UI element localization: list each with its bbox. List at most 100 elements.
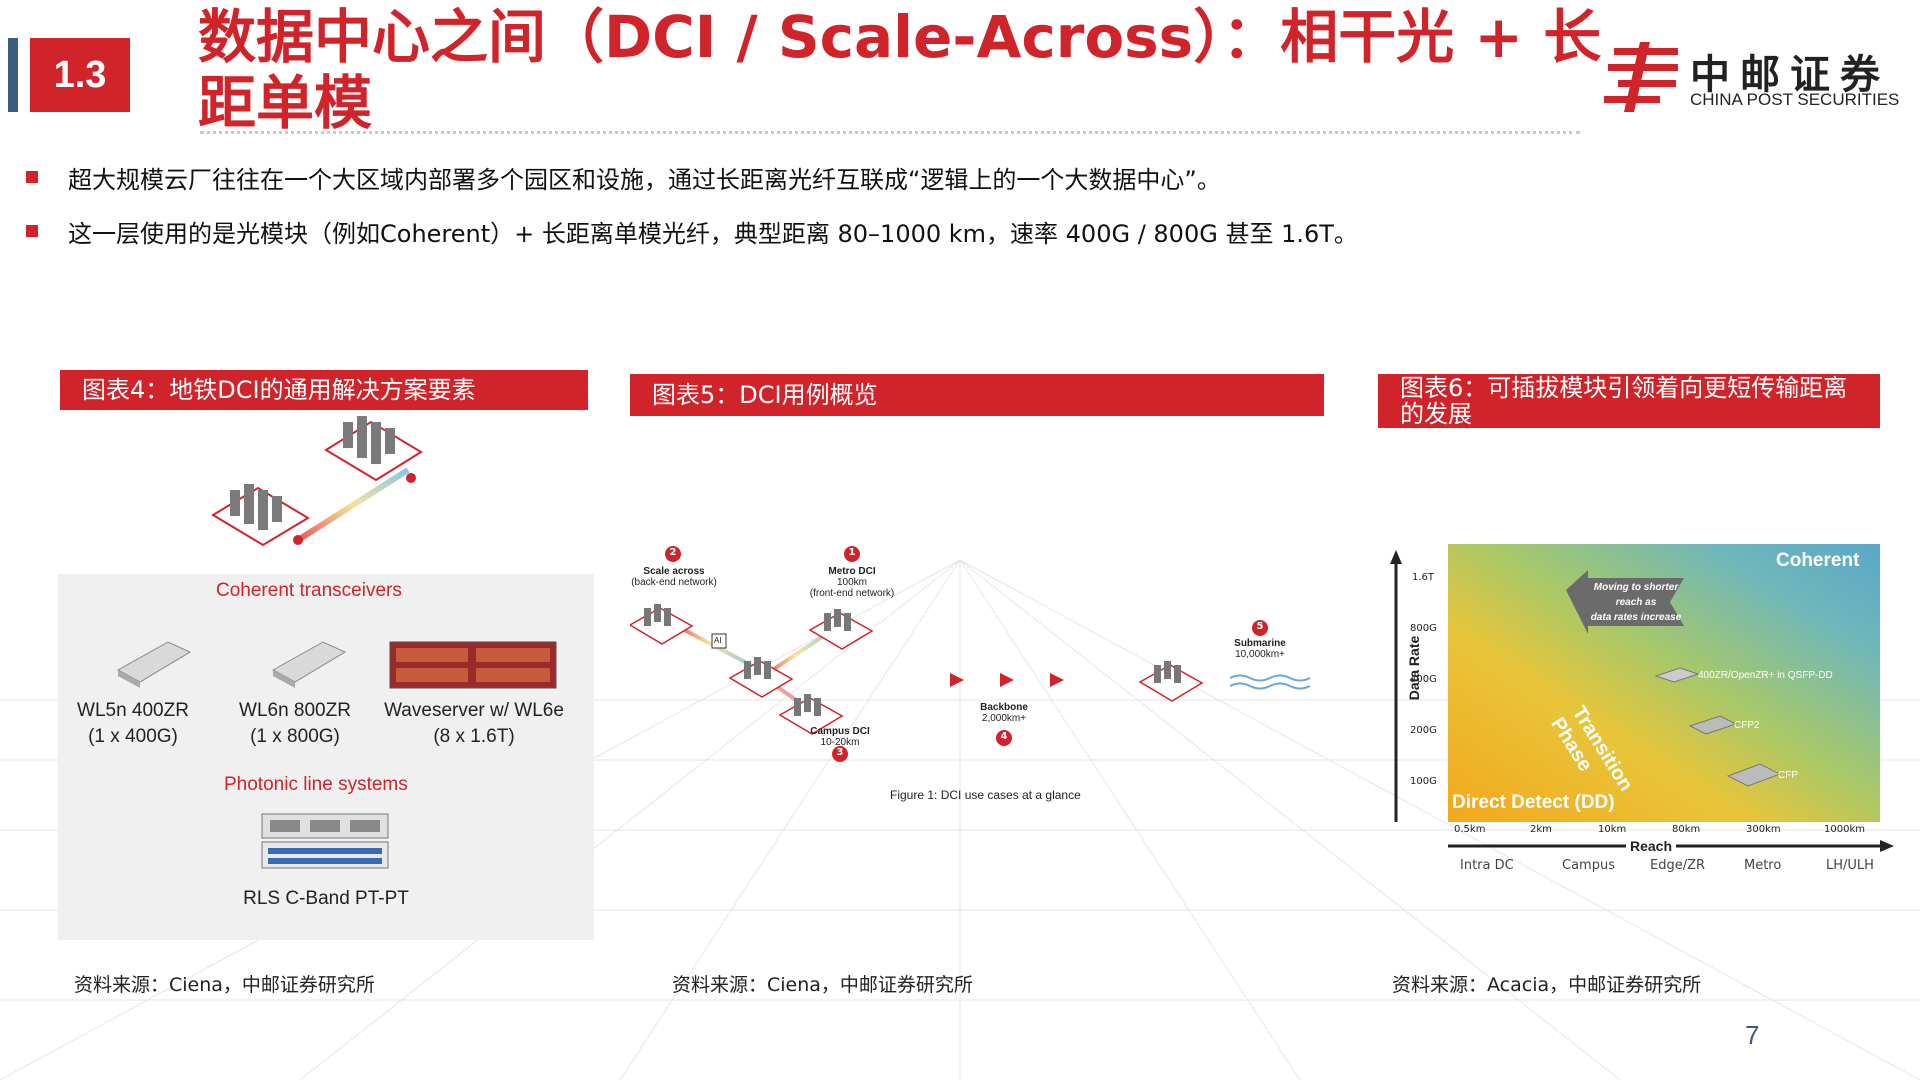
product-spec: (1 x 800G) xyxy=(250,726,340,747)
product-spec: (1 x 400G) xyxy=(88,726,178,747)
product-name: Waveserver w/ WL6e xyxy=(384,700,564,721)
datacenter-icon xyxy=(630,604,694,645)
rls-chassis-icon xyxy=(261,813,389,869)
waveserver-chassis-icon xyxy=(389,641,557,689)
figure4-title: 图表4：地铁DCI的通用解决方案要素 xyxy=(82,376,476,404)
product-spec: (8 x 1.6T) xyxy=(433,726,515,747)
product-name: WL5n 400ZR xyxy=(77,700,189,721)
page-number: 7 xyxy=(1745,1020,1760,1050)
china-post-logo-icon xyxy=(1604,42,1678,112)
product-label: Waveserver w/ WL6e (8 x 1.6T) xyxy=(374,698,574,750)
module-label: CFP2 xyxy=(1734,720,1760,731)
x-tick: 1000km xyxy=(1824,824,1865,835)
x-segment: Intra DC xyxy=(1460,858,1514,873)
node-number: 1 xyxy=(848,547,856,558)
figure5-source: 资料来源：Ciena，中邮证券研究所 xyxy=(672,974,973,996)
x-tick: 80km xyxy=(1672,824,1701,835)
figure6-chart: Data Rate 1.6T 800G 400G 200G 100G Coher… xyxy=(1380,540,1900,880)
y-tick: 400G xyxy=(1410,674,1437,685)
transceiver-module-icon xyxy=(271,641,347,688)
cfp-module-icon xyxy=(1726,763,1782,787)
product-label: WL6n 800ZR (1 x 800G) xyxy=(220,698,370,750)
node-name: Metro DCI xyxy=(828,566,876,577)
bullet-square-icon xyxy=(26,225,38,237)
backbone-label: Backbone 2,000km+ xyxy=(954,702,1054,724)
datacenter-icon xyxy=(778,694,844,735)
node-number: 5 xyxy=(1256,621,1264,632)
node-number: 2 xyxy=(669,547,677,558)
y-axis-label: Data Rate xyxy=(1406,635,1422,701)
logo-chinese-name: 中邮证券 xyxy=(1690,52,1890,98)
figure5-caption: Figure 1: DCI use cases at a glance xyxy=(890,788,1081,802)
node-note: (back-end network) xyxy=(631,577,717,588)
figure4-header: 图表4：地铁DCI的通用解决方案要素 xyxy=(60,370,588,410)
arrow-caption-line: Moving to shorter xyxy=(1593,582,1679,593)
company-logo: 中邮证券 CHINA POST SECURITIES xyxy=(1604,38,1904,112)
transceiver-module-icon xyxy=(116,641,192,688)
x-segment: Edge/ZR xyxy=(1650,858,1706,873)
title-divider xyxy=(200,131,1580,134)
figure5-header: 图表5：DCI用例概览 xyxy=(630,374,1324,416)
photonic-line-systems-label: Photonic line systems xyxy=(224,774,408,795)
product-name: WL6n 800ZR xyxy=(239,700,351,721)
figure5-title: 图表5：DCI用例概览 xyxy=(652,381,878,409)
node-name: Backbone xyxy=(980,702,1028,713)
bullet-item: 超大规模云厂往往在一个大区域内部署多个园区和设施，通过长距离光纤互联成“逻辑上的… xyxy=(26,150,1526,204)
datacenter-icon xyxy=(1138,661,1204,702)
arrow-caption-line: data rates increase xyxy=(1590,612,1682,623)
figure4-source: 资料来源：Ciena，中邮证券研究所 xyxy=(74,974,375,996)
node-name: Submarine xyxy=(1234,638,1286,649)
submarine-label: Submarine 10,000km+ xyxy=(1210,638,1310,660)
arrow-caption: Moving to shorter reach as data rates in… xyxy=(1586,580,1686,625)
x-tick: 2km xyxy=(1530,824,1552,835)
x-tick: 10km xyxy=(1598,824,1627,835)
scale-across-label: Scale across (back-end network) xyxy=(622,566,726,588)
x-segment: Campus xyxy=(1562,858,1615,873)
x-tick: 0.5km xyxy=(1454,824,1486,835)
node-number: 3 xyxy=(836,747,844,758)
y-tick: 200G xyxy=(1410,725,1437,736)
campus-dci-label: Campus DCI 10-20km xyxy=(780,726,900,748)
datacenter-icon xyxy=(728,657,794,698)
figure6-header: 图表6：可插拔模块引领着向更短传输距离 的发展 xyxy=(1378,374,1880,428)
bullet-text: 超大规模云厂往往在一个大区域内部署多个园区和设施，通过长距离光纤互联成“逻辑上的… xyxy=(68,165,1221,194)
datacenter-link-illustration xyxy=(211,416,423,547)
product-label: WL5n 400ZR (1 x 400G) xyxy=(58,698,208,750)
bullet-text: 这一层使用的是光模块（例如Coherent）+ 长距离单模光纤，典型距离 80–… xyxy=(68,219,1358,248)
node-name: Scale across xyxy=(643,566,705,577)
figure6-title-line2: 的发展 xyxy=(1400,400,1472,428)
figure4-product-panel xyxy=(58,574,594,940)
node-distance: 2,000km+ xyxy=(981,713,1027,724)
bullet-item: 这一层使用的是光模块（例如Coherent）+ 长距离单模光纤，典型距离 80–… xyxy=(26,204,1526,258)
module-label: 400ZR/OpenZR+ in QSFP-DD xyxy=(1698,670,1833,681)
y-tick: 800G xyxy=(1410,623,1437,634)
x-axis-label: Reach xyxy=(1626,838,1677,854)
node-distance: 10-20km xyxy=(820,737,860,748)
coherent-region-label: Coherent xyxy=(1776,550,1860,571)
figure6-source: 资料来源：Acacia，中邮证券研究所 xyxy=(1392,974,1702,996)
datacenter-icon xyxy=(211,484,310,547)
section-number: 1.3 xyxy=(30,38,130,112)
ai-chip-icon xyxy=(711,633,727,649)
dci-network-illustration xyxy=(630,546,1311,762)
figure5-diagram: AI 1 2 3 4 5 Metro DCI 100km (front-end … xyxy=(630,530,1330,810)
qsfp-dd-module-icon xyxy=(1654,667,1700,683)
x-tick: 300km xyxy=(1746,824,1781,835)
section-accent-bar xyxy=(8,38,18,112)
metro-dci-label: Metro DCI 100km (front-end network) xyxy=(792,566,912,599)
figure4-diagram: Coherent transceivers WL5n 400ZR (1 x 40… xyxy=(58,360,594,940)
coherent-transceivers-label: Coherent transceivers xyxy=(216,580,402,601)
cfp2-module-icon xyxy=(1688,715,1738,735)
node-note: (front-end network) xyxy=(809,588,895,599)
y-tick: 100G xyxy=(1410,776,1437,787)
node-distance: 100km xyxy=(836,577,867,588)
figure6-title-line1: 图表6：可插拔模块引领着向更短传输距离 xyxy=(1400,374,1848,402)
bullet-square-icon xyxy=(26,171,38,183)
page-title: 数据中心之间（DCI / Scale-Across）：相干光 + 长距单模 xyxy=(198,3,1602,137)
x-segment: LH/ULH xyxy=(1826,858,1874,873)
module-label: CFP xyxy=(1778,770,1798,781)
datacenter-icon xyxy=(324,416,423,482)
section-number-box: 1.3 xyxy=(8,38,130,112)
node-name: Campus DCI xyxy=(810,726,870,737)
ai-chip-label: AI xyxy=(714,636,722,645)
